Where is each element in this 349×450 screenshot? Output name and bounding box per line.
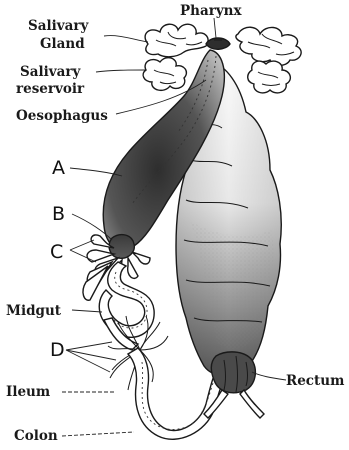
leader-d1	[66, 342, 112, 350]
leader-midgut	[72, 310, 102, 312]
leader-colon	[62, 432, 134, 436]
label-b: B	[52, 203, 65, 225]
leader-d2	[66, 350, 116, 360]
leader-c1	[70, 240, 94, 250]
leader-pharynx	[214, 18, 216, 38]
label-pharynx: Pharynx	[180, 3, 242, 19]
pharynx	[206, 38, 230, 49]
label-d: D	[50, 339, 65, 361]
leader-salivary-reservoir	[96, 70, 146, 72]
leader-rectum	[252, 372, 286, 380]
label-c: C	[50, 241, 63, 263]
label-a: A	[52, 157, 65, 179]
salivary-reservoir-right	[248, 61, 291, 93]
label-salivary-gland-1: Salivary	[28, 18, 89, 34]
salivary-gland-right	[236, 27, 301, 65]
leader-d3	[66, 350, 110, 372]
salivary-gland-left	[145, 24, 208, 57]
label-rectum: Rectum	[286, 373, 344, 389]
salivary-reservoir-left	[143, 58, 186, 91]
label-salivary-gland-2: Gland	[40, 36, 85, 52]
label-ileum: Ileum	[6, 384, 50, 400]
label-colon: Colon	[14, 428, 58, 444]
rectum	[211, 352, 255, 393]
label-salivary-reservoir-1: Salivary	[20, 64, 81, 80]
label-salivary-reservoir-2: reservoir	[16, 81, 85, 97]
label-midgut: Midgut	[6, 303, 62, 319]
midgut	[99, 262, 154, 350]
label-oesophagus: Oesophagus	[16, 108, 108, 124]
leader-salivary-gland	[104, 36, 148, 42]
